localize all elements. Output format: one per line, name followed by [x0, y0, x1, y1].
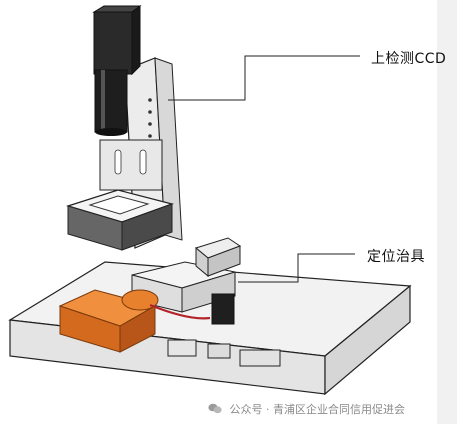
leader-lines [168, 55, 360, 283]
front-components [167, 339, 281, 367]
orange-fixture [58, 289, 211, 353]
ring-light [65, 189, 175, 251]
fixture-label: 定位治具 [367, 249, 425, 265]
leader-line-ccd [168, 55, 360, 101]
side-panel [437, 0, 457, 424]
leader-line-fixture [238, 253, 355, 283]
watermark-text: 公众号 · 青浦区企业合同信用促进会 [229, 403, 406, 416]
ccd-camera [92, 5, 142, 136]
wechat-icon [208, 403, 222, 414]
watermark: 公众号 · 青浦区企业合同信用促进会 [208, 401, 405, 417]
base-plate [8, 261, 412, 396]
top-ccd-label: 上检测CCD [371, 51, 447, 67]
fixture-blocks [131, 237, 242, 325]
